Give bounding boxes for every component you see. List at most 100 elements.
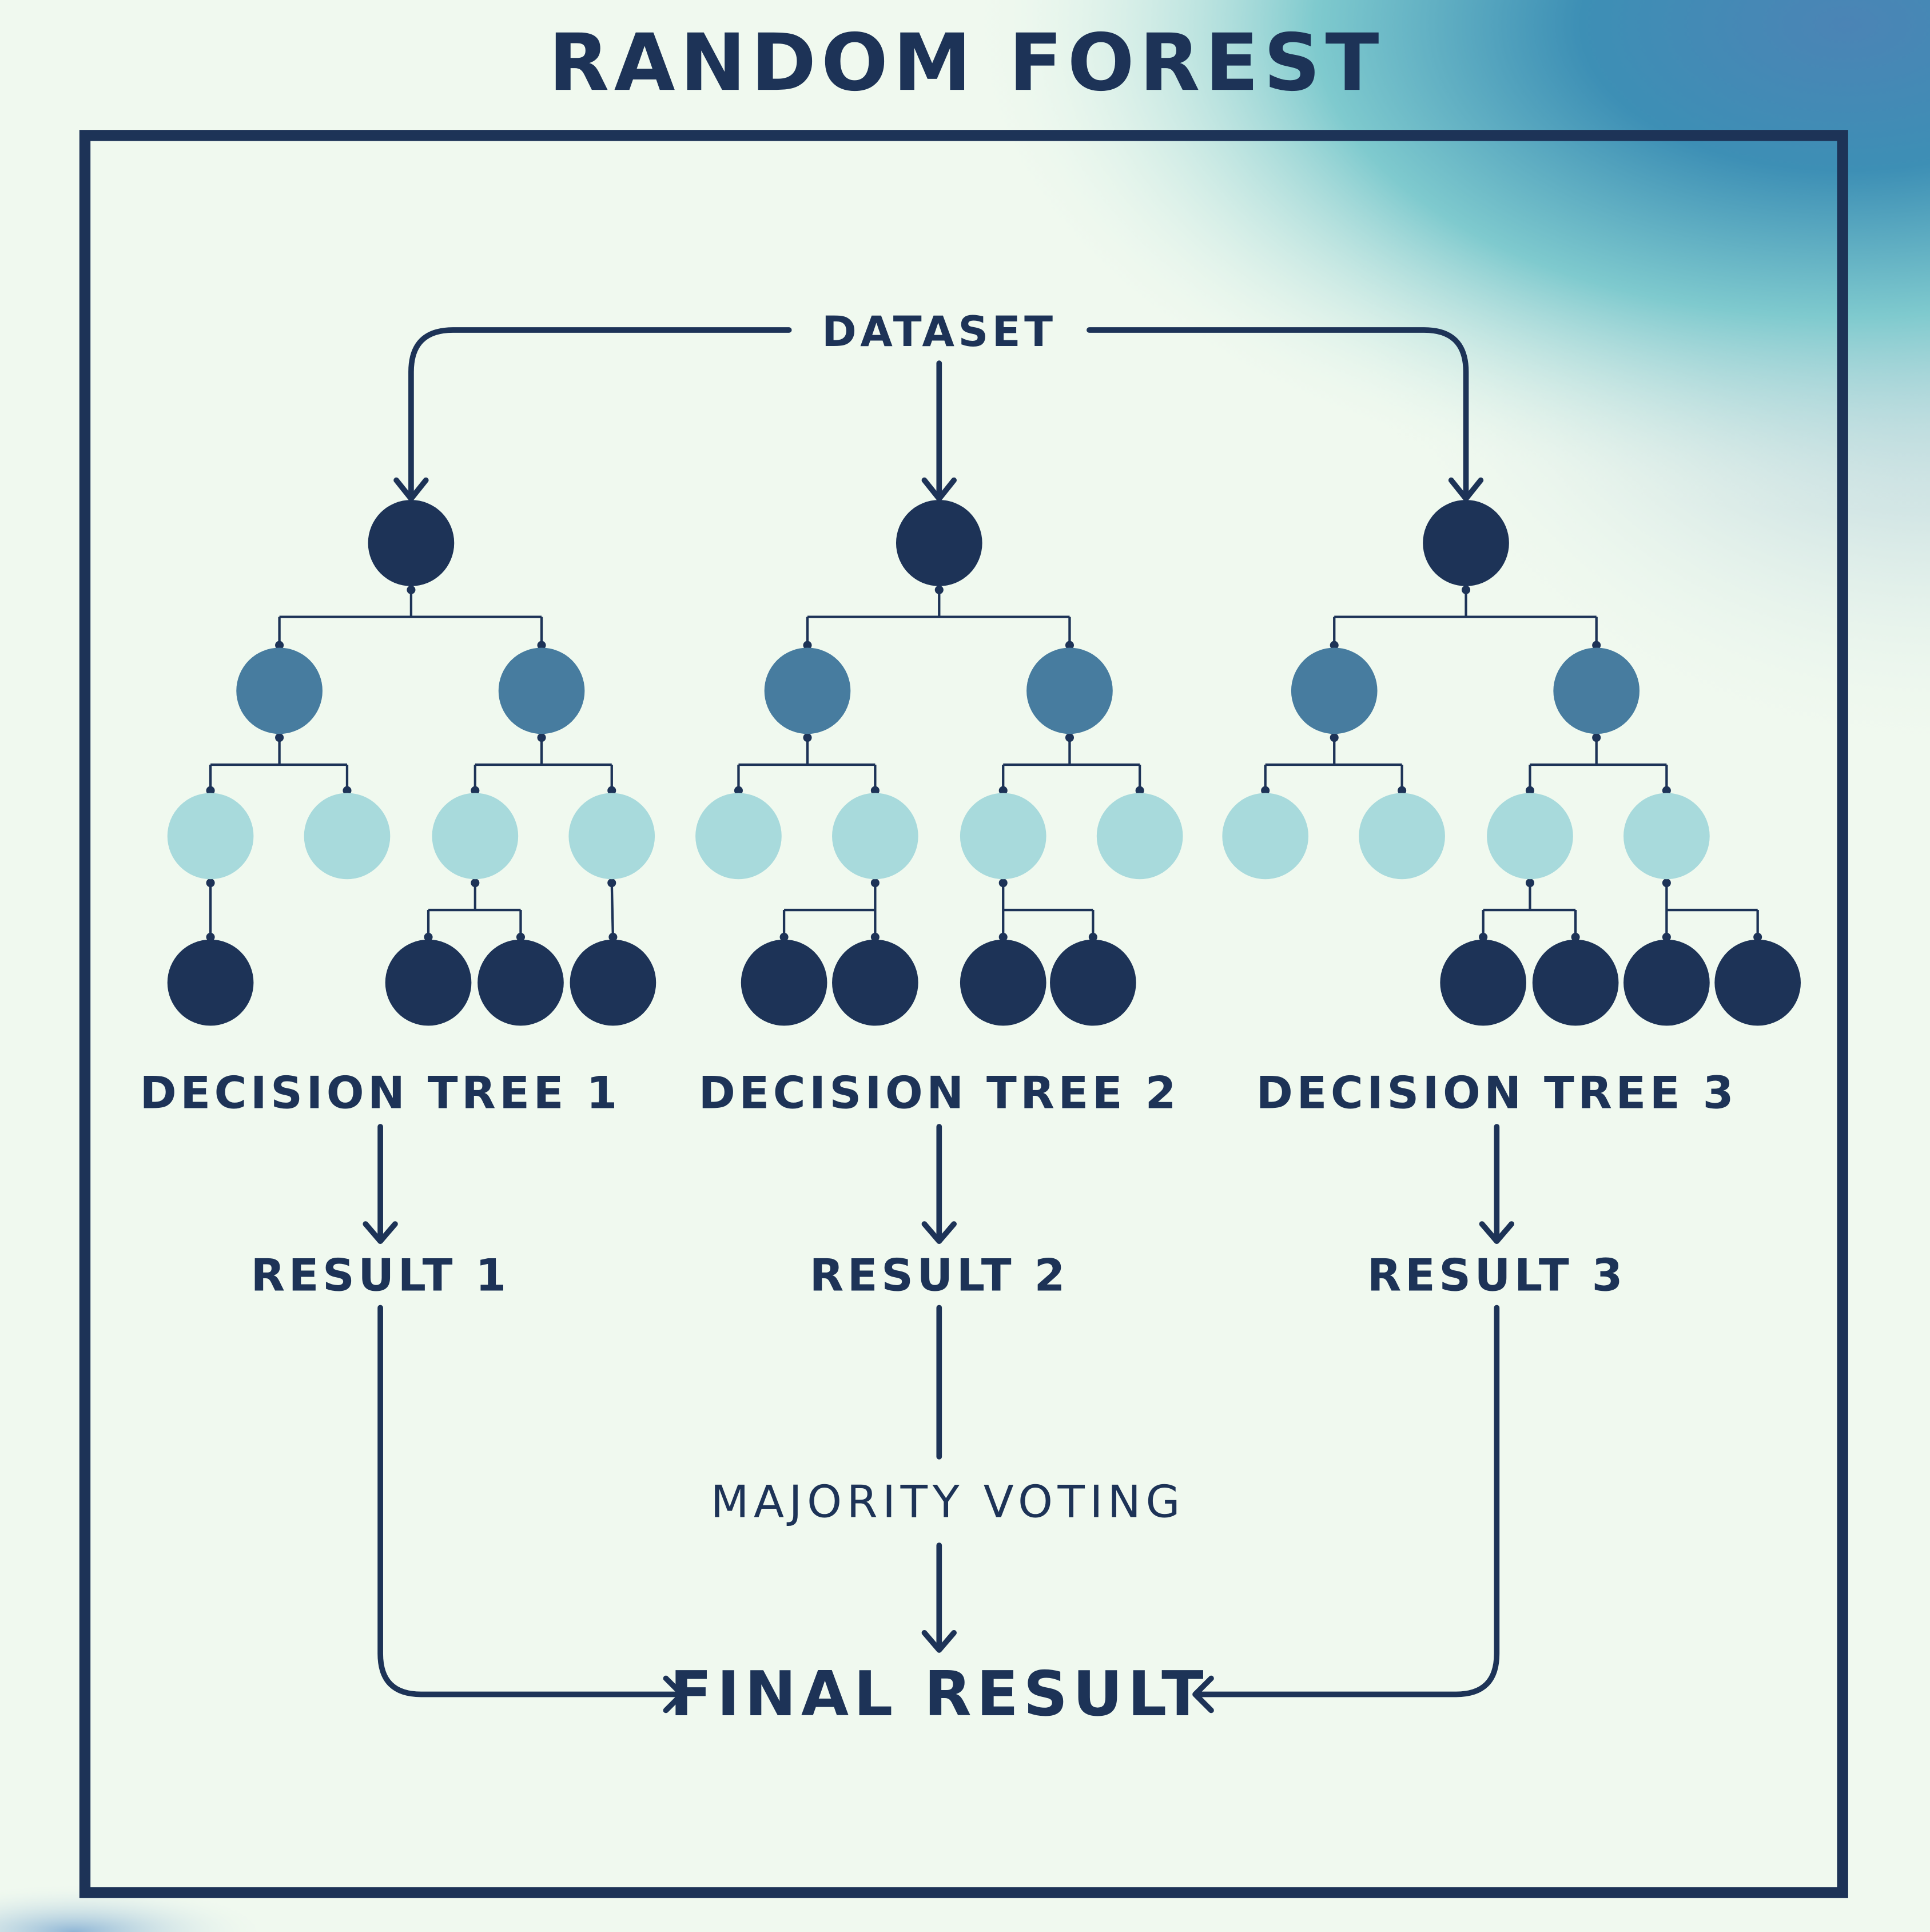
decision-trees [167,500,1801,1026]
edge-dot [1525,878,1534,888]
tree-edge [806,590,1071,646]
leaf-node [1050,939,1136,1026]
edge-dot [537,733,546,742]
split-node [498,647,585,734]
branch-node [1359,793,1445,880]
tree-edge [782,882,877,937]
result-arrows [363,1124,1515,1245]
frame-border [79,130,1848,1898]
leaf-node [960,939,1046,1026]
split-node [1291,647,1378,734]
branch-node [1623,793,1710,880]
edge-dot [1261,786,1270,795]
split-node [1553,647,1640,734]
leaf-node [167,939,254,1026]
edge-dot [206,786,215,795]
branch-node [1487,793,1573,880]
edge-dot [1662,932,1671,941]
edge-dot [1462,585,1471,594]
edge-dot [1592,641,1601,650]
root-node [1423,500,1509,586]
tree-edge [1482,882,1577,937]
tree-edge [1002,737,1141,791]
result-label-2: RESULT 2 [810,1250,1069,1301]
branch-node [695,793,782,880]
tree-edge [610,882,615,937]
edge-dot [424,932,433,941]
edge-dot [1330,641,1339,650]
dataset-label: DATASET [822,308,1056,356]
leaf-node [1623,939,1710,1026]
edge-dot [407,585,416,594]
leaf-node [1714,939,1801,1026]
majority-voting-label: MAJORITY VOTING [711,1476,1185,1528]
edge-dot [516,932,526,941]
edge-dot [998,932,1008,941]
split-node [764,647,851,734]
edge-dot [1592,733,1601,742]
branch-node [568,793,655,880]
branch-node [1096,793,1183,880]
leaf-node [570,939,656,1026]
edge-dot [608,932,618,941]
tree-edge [427,882,522,937]
edge-dot [1330,733,1339,742]
leaf-node [1440,939,1527,1026]
edge-dot [803,733,812,742]
tree-edge [1264,737,1403,791]
edge-dot [1525,786,1534,795]
edge-dot [870,878,880,888]
edge-dot [471,786,480,795]
edge-dot [1571,932,1580,941]
edge-dot [870,932,880,941]
edge-dot [998,878,1008,888]
tree-edge [1002,882,1095,937]
result-label-3: RESULT 3 [1367,1250,1626,1301]
leaf-node [1532,939,1619,1026]
tree-edge [278,590,543,646]
edge-dot [870,786,880,795]
tree-edge [473,737,613,791]
edge-dot [343,786,352,795]
page-title: RANDOM FOREST [548,17,1384,109]
edge-dot [1662,786,1671,795]
root-node [368,500,455,586]
leaf-node [385,939,472,1026]
edge-dot [1065,733,1074,742]
branch-node [167,793,254,880]
edge-dot [537,641,546,650]
tree-edge [737,737,877,791]
edge-dot [275,733,284,742]
edge-dot [1065,641,1074,650]
edge-dot [779,932,789,941]
edge-dot [206,932,215,941]
branch-node [832,793,918,880]
edge-dot [1088,932,1097,941]
tree-edge [1333,590,1598,646]
tree-label-2: DECISION TREE 2 [699,1068,1180,1119]
edge-dot [1479,932,1488,941]
tree-edge [1665,882,1759,937]
edge-dot [734,786,743,795]
edge-dot [607,786,616,795]
split-node [236,647,323,734]
edge-dot [998,786,1008,795]
branch-node [432,793,519,880]
edge-dot [1753,932,1762,941]
edge-dot [1398,786,1407,795]
tree-edge [1529,737,1668,791]
edge-dot [471,878,480,888]
edge-dot [206,878,215,888]
result-label-1: RESULT 1 [250,1250,510,1301]
edge-dot [1135,786,1144,795]
branch-node [960,793,1046,880]
final-result-label: FINAL RESULT [670,1659,1208,1730]
leaf-node [477,939,564,1026]
branch-node [304,793,391,880]
dataset-arrows [393,327,1484,502]
edge-dot [607,878,616,888]
edge-dot [1662,878,1671,888]
background-gradient [0,1724,616,1932]
edge-dot [803,641,812,650]
